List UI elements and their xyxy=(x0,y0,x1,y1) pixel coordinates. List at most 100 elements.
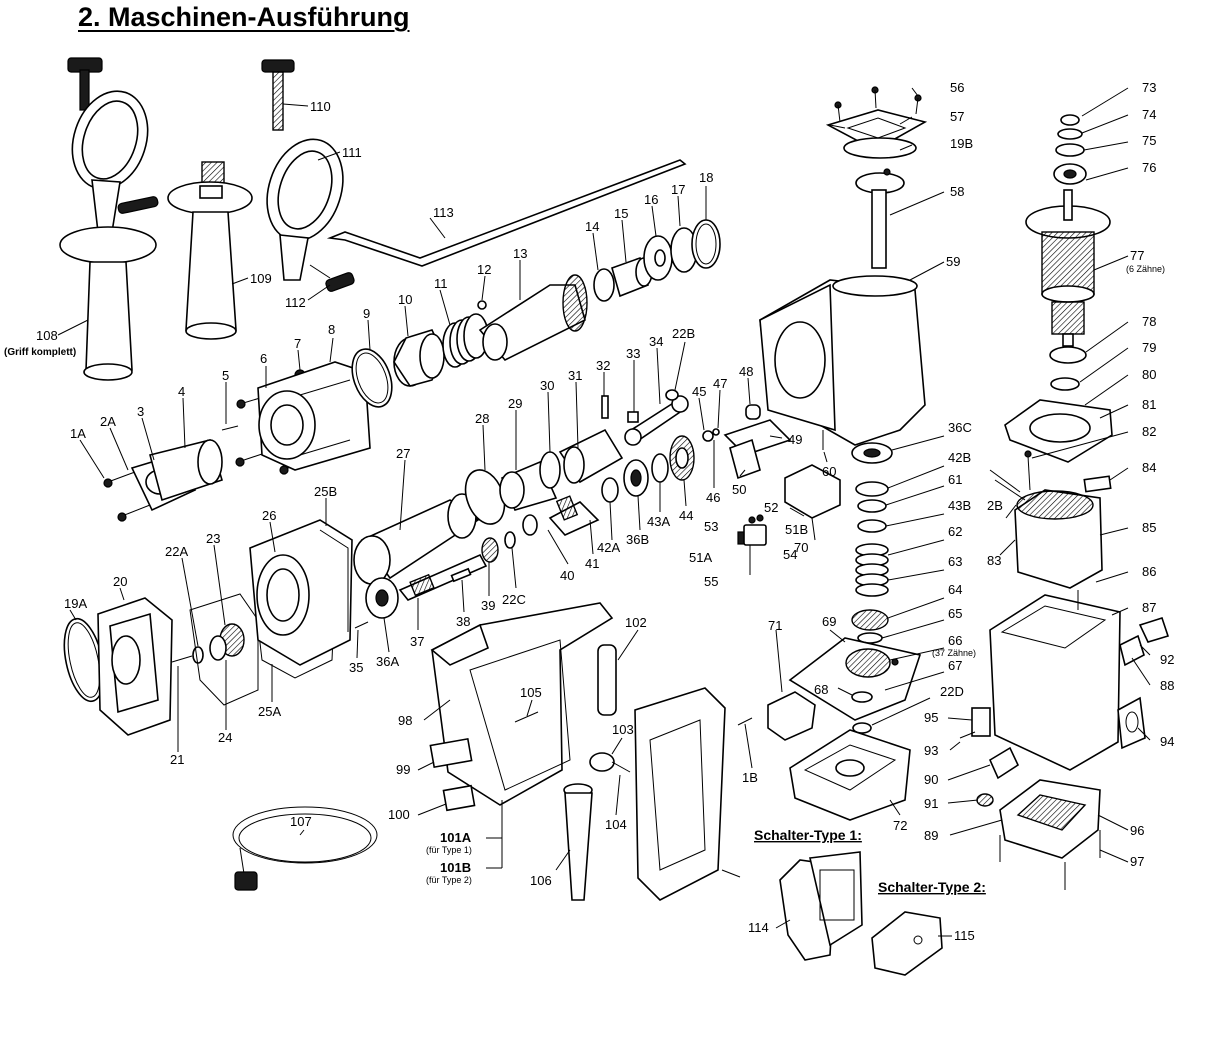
label-25B: 25B xyxy=(314,484,337,499)
label-87: 87 xyxy=(1142,600,1156,615)
label-45: 45 xyxy=(692,384,706,399)
label-21: 21 xyxy=(170,752,184,767)
page-title: 2. Maschinen-Ausführung xyxy=(78,2,410,32)
label-52: 52 xyxy=(764,500,778,515)
part-97-screws xyxy=(999,830,1101,890)
part-106-cable-sleeve xyxy=(563,783,593,901)
part-82-screw xyxy=(1024,450,1032,491)
label-91: 91 xyxy=(924,796,938,811)
label-68: 68 xyxy=(814,682,828,697)
part-80-81-plate xyxy=(1004,399,1113,463)
label-13: 13 xyxy=(513,246,527,261)
label-19B: 19B xyxy=(950,136,973,151)
label-31: 31 xyxy=(568,368,582,383)
part-96-end-cap xyxy=(999,779,1101,859)
label-34: 34 xyxy=(649,334,663,349)
part-94-plate xyxy=(1117,696,1146,750)
switch-type-2-heading: Schalter-Type 2: xyxy=(878,879,986,895)
part-44-gear xyxy=(669,435,695,481)
label-83: 83 xyxy=(987,553,1001,568)
label-48: 48 xyxy=(739,364,753,379)
label-76: 76 xyxy=(1142,160,1156,175)
label-86: 86 xyxy=(1142,564,1156,579)
part-102-capacitor xyxy=(597,644,617,716)
part-16-washer xyxy=(643,235,673,281)
label-22C: 22C xyxy=(502,592,526,607)
part-9-ring xyxy=(351,348,393,408)
label-95: 95 xyxy=(924,710,938,725)
label-66: 66 xyxy=(948,633,962,648)
label-1B: 1B xyxy=(742,770,758,785)
part-72-gear-base xyxy=(789,729,911,821)
label-43A: 43A xyxy=(647,514,670,529)
part-22A-ring xyxy=(192,646,204,664)
label-8: 8 xyxy=(328,322,335,337)
label-81: 81 xyxy=(1142,397,1156,412)
label-49: 49 xyxy=(788,432,802,447)
part-39-gear xyxy=(481,537,499,563)
label-103: 103 xyxy=(612,722,634,737)
part-103-104-clamp xyxy=(589,752,631,773)
label-42B: 42B xyxy=(948,450,971,465)
part-41-crank-shaft xyxy=(548,495,600,536)
label-30: 30 xyxy=(540,378,554,393)
part-67-68-ring xyxy=(851,658,899,703)
part-112-wing-screw xyxy=(309,264,355,292)
part-95-plate xyxy=(971,707,991,737)
label-99: 99 xyxy=(396,762,410,777)
part-70-block xyxy=(784,464,841,519)
label-51B: 51B xyxy=(785,522,808,537)
part-85-stator xyxy=(989,469,1103,589)
part-38-key xyxy=(450,567,472,583)
part-110-wing-bolt xyxy=(261,59,295,131)
label-50: 50 xyxy=(732,482,746,497)
part-19B-ring xyxy=(843,137,917,159)
label-102: 102 xyxy=(625,615,647,630)
label-41: 41 xyxy=(585,556,599,571)
label-100: 100 xyxy=(388,807,410,822)
part-62-63-springs xyxy=(855,543,889,597)
part-61-ring xyxy=(857,499,887,513)
label-59: 59 xyxy=(946,254,960,269)
label-67: 67 xyxy=(948,658,962,673)
part-20-gear-cover xyxy=(97,597,173,736)
label-36A: 36A xyxy=(376,654,399,669)
label-14: 14 xyxy=(585,219,599,234)
part-15-sleeve xyxy=(611,256,653,298)
label-93: 93 xyxy=(924,743,938,758)
part-34-connecting-rod xyxy=(624,395,689,446)
label-43B: 43B xyxy=(948,498,971,513)
part-77-armature xyxy=(1025,189,1111,347)
part-33-bush xyxy=(627,411,639,423)
label-110: 110 xyxy=(310,99,331,114)
label-65: 65 xyxy=(948,606,962,621)
label-62: 62 xyxy=(948,524,962,539)
label-98: 98 xyxy=(398,713,412,728)
label-4: 4 xyxy=(178,384,185,399)
label-111: 111 xyxy=(342,145,362,160)
part-90-91-brush xyxy=(976,746,1020,807)
label-90: 90 xyxy=(924,772,938,787)
part-labels: 108 (Griff komplett) 109 110 111 112 113… xyxy=(4,80,1174,943)
label-74: 74 xyxy=(1142,107,1156,122)
part-88-92-connector xyxy=(1119,616,1170,667)
label-2B: 2B xyxy=(987,498,1003,513)
label-101A-sub: (für Type 1) xyxy=(426,845,472,855)
label-79: 79 xyxy=(1142,340,1156,355)
part-107-mains-cable xyxy=(232,806,378,891)
label-60: 60 xyxy=(822,464,836,479)
label-82: 82 xyxy=(1142,424,1156,439)
label-18: 18 xyxy=(699,170,713,185)
label-12: 12 xyxy=(477,262,491,277)
label-37: 37 xyxy=(410,634,424,649)
label-73: 73 xyxy=(1142,80,1156,95)
label-58: 58 xyxy=(950,184,964,199)
label-19A: 19A xyxy=(64,596,87,611)
switch-type-1-heading: Schalter-Type 1: xyxy=(754,827,862,843)
label-92: 92 xyxy=(1160,652,1174,667)
label-11: 11 xyxy=(434,276,448,291)
part-35-pin xyxy=(354,621,369,629)
part-99-100-switch xyxy=(429,737,476,812)
label-36B: 36B xyxy=(626,532,649,547)
part-109-handle xyxy=(167,161,253,340)
